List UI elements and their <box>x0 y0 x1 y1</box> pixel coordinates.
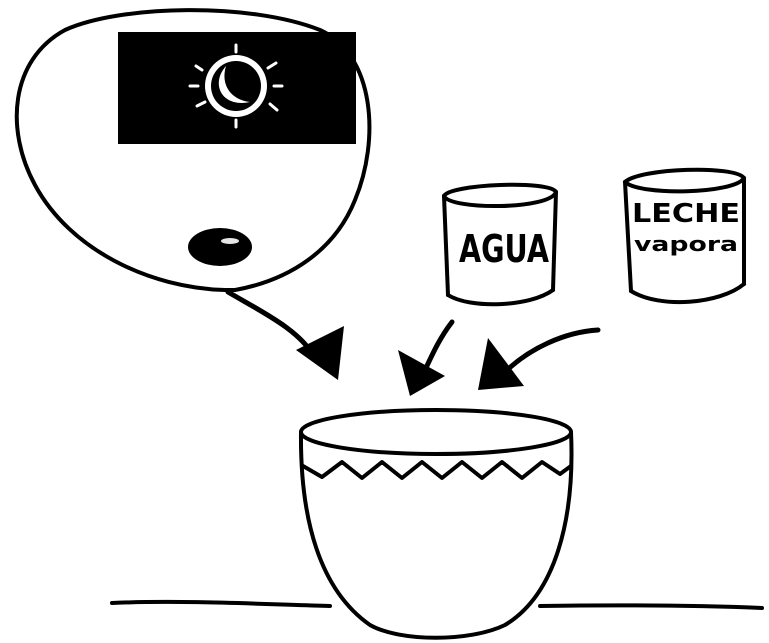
arrow-from-bubble <box>228 292 344 380</box>
arrow-from-milk-can <box>478 330 598 390</box>
bowl-icon <box>301 410 572 638</box>
arrow-from-water-can <box>398 322 452 396</box>
table-line <box>112 602 762 608</box>
dark-blob <box>188 228 252 266</box>
water-can-label: AGUA <box>459 227 549 271</box>
milk-can-label: LECHE <box>632 199 740 229</box>
water-can: AGUA <box>444 185 556 305</box>
milk-can: LECHE vapora <box>625 170 744 302</box>
moon-night-icon <box>118 32 356 144</box>
milk-can-sublabel: vapora <box>634 232 738 256</box>
